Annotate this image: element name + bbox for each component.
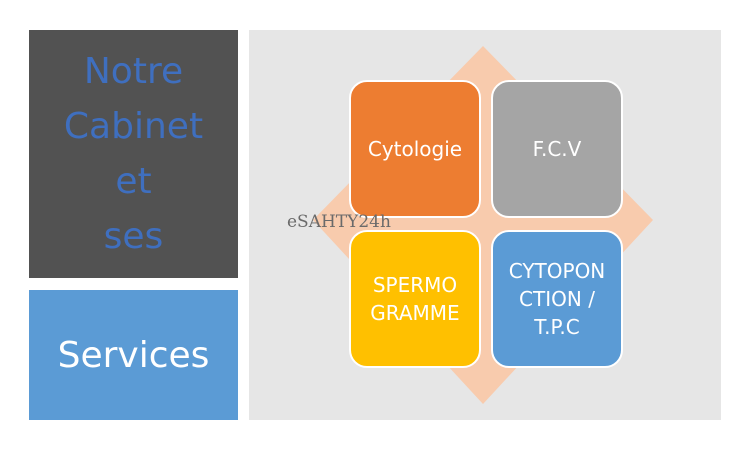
tile-spermogramme: SPERMO GRAMME [349,230,481,368]
tile-cytoponction: CYTOPON CTION / T.P.C [491,230,623,368]
services-panel: Services [29,290,238,420]
cabinet-title: Notre Cabinet et ses [63,51,204,257]
tile-cytologie: Cytologie [349,80,481,218]
tile-fcv: F.C.V [491,80,623,218]
services-label: Services [57,334,210,376]
watermark-text: eSAHTY24h [287,212,391,232]
services-matrix-panel: Cytologie F.C.V SPERMO GRAMME CYTOPON CT… [249,30,721,420]
cabinet-title-panel: Notre Cabinet et ses [29,30,238,278]
